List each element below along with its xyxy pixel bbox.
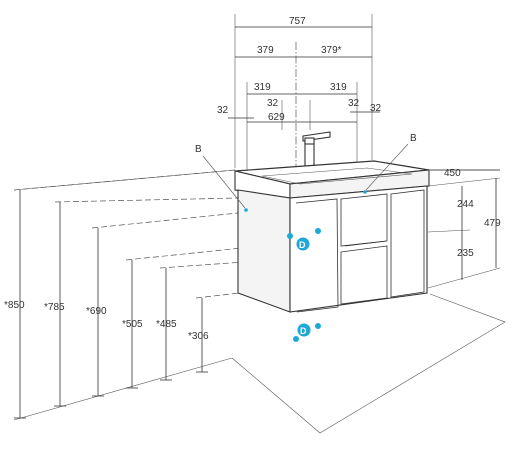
dim-379-right-label: 379*	[321, 45, 342, 56]
dim-479-label: 479	[484, 218, 501, 229]
marker-d-floor-letter: D	[300, 326, 307, 336]
dim-32-left-label: 32	[217, 105, 229, 116]
marker-d-front-dot-right	[315, 228, 321, 234]
dim-690-top-extension	[91, 212, 239, 229]
dim-690-label: *690	[86, 306, 107, 317]
dim-785-top-extension	[54, 197, 239, 203]
dim-319-right-label: 319	[330, 82, 347, 93]
dim-505-label: *505	[122, 319, 143, 330]
dim-244-label: 244	[457, 199, 474, 210]
ext-right-top	[427, 177, 501, 187]
ext-right-middle	[427, 229, 471, 233]
dim-850-label: *850	[4, 300, 25, 311]
top-width-dimensions: 757 379 379* 319 319 32 32 32 32 629	[217, 14, 382, 215]
marker-d-front: D	[287, 228, 321, 251]
marker-d-front-dot-left	[287, 233, 293, 239]
marker-d-floor-dot-left	[293, 336, 299, 342]
right-dimensions: 450 244 235 479	[427, 168, 501, 289]
dim-306-label: *306	[188, 331, 209, 342]
vanity-cabinet	[234, 160, 430, 313]
wall-bottom-edge	[13, 357, 233, 421]
label-b-left: B	[195, 144, 202, 155]
floor-footprint	[231, 293, 506, 434]
dim-850-top-extension	[13, 169, 236, 191]
marker-d-front-letter: D	[299, 240, 306, 250]
marker-d-floor-dot-right	[315, 323, 321, 329]
cabinet-drawer-upper	[340, 193, 388, 247]
sink-basin-outline	[261, 167, 413, 185]
label-b-left-point	[244, 208, 248, 212]
dim-485-label: *485	[156, 319, 177, 330]
ext-right-bottom	[427, 267, 501, 289]
sink-top-side	[289, 169, 430, 199]
dim-757-label: 757	[289, 16, 306, 27]
marker-d-floor: D	[293, 323, 321, 342]
dim-485-top-extension	[159, 261, 245, 269]
dim-32-center-right-label: 32	[348, 98, 360, 109]
cabinet-front	[289, 185, 428, 313]
marker-d-front-circle	[296, 237, 310, 251]
label-b-right-point	[363, 190, 367, 194]
dim-32-center-left-label: 32	[267, 98, 279, 109]
dim-505-top-extension	[125, 247, 243, 261]
marker-d-floor-circle	[297, 323, 311, 337]
faucet-lever	[304, 137, 315, 145]
dim-32-right-label: 32	[370, 103, 382, 114]
dim-235-label: 235	[457, 248, 474, 259]
label-b-group: B B	[195, 133, 417, 212]
dim-379-left-label: 379	[257, 45, 274, 56]
label-b-right-leader	[365, 143, 409, 191]
label-b-left-leader	[202, 155, 246, 209]
label-b-right: B	[410, 133, 417, 144]
dim-319-left-label: 319	[254, 82, 271, 93]
cabinet-door-right	[390, 189, 425, 298]
dim-629-label: 629	[268, 112, 285, 123]
dim-450-label: 450	[444, 168, 461, 179]
cabinet-door-left	[295, 198, 339, 313]
floor-footprint-outline	[231, 293, 506, 434]
cabinet-drawer-lower	[340, 245, 388, 305]
dim-785-label: *785	[44, 302, 65, 313]
left-height-dimensions: *850 *785 *690 *505 *485 *306	[4, 169, 249, 419]
drawer-upper-handle	[344, 240, 387, 247]
